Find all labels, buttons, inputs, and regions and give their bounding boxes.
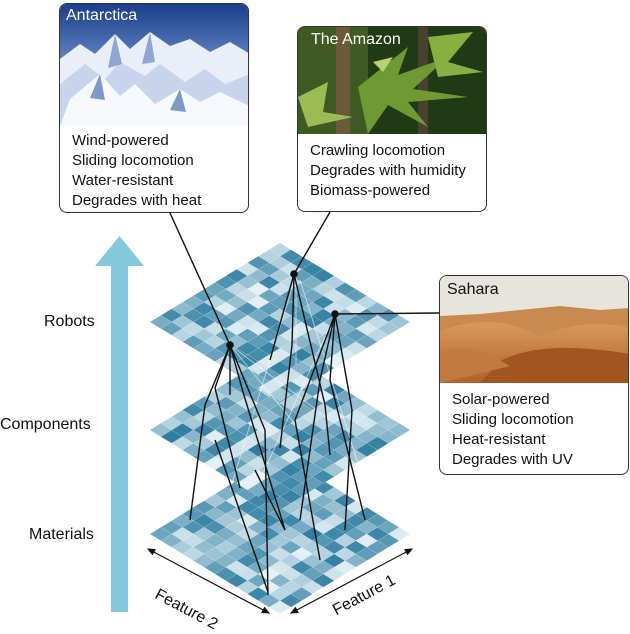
trait-item: Sliding locomotion (72, 152, 194, 169)
connector-line (329, 379, 366, 521)
layer-label-components: Components (0, 416, 91, 433)
amazon-dot (290, 270, 298, 278)
trait-item: Biomass-powered (310, 182, 431, 199)
env-card-antarctica: Antarctica Wind-powered Sliding locomoti… (59, 3, 249, 213)
connector-line (189, 404, 206, 521)
connector-line (329, 313, 336, 381)
connector-line (299, 379, 321, 521)
trait-item: Crawling locomotion (310, 142, 446, 159)
connector-line (242, 391, 286, 531)
sahara-traits: Solar-powered Sliding locomotion Heat-re… (440, 383, 628, 470)
connector-line (334, 312, 440, 315)
connector-line (294, 419, 321, 561)
connector-line (214, 344, 231, 389)
connector-line (293, 211, 331, 275)
connector-line (269, 273, 295, 361)
trait-item: Degrades with humidity (310, 162, 466, 179)
feature2-axis-line (146, 548, 271, 614)
layer-label-robots: Robots (44, 313, 95, 330)
grid-cell (268, 600, 292, 615)
sahara-dot (331, 310, 339, 318)
env-card-amazon: The Amazon Crawling locomotion Degrades … (297, 26, 487, 212)
amazon-photo: The Amazon (298, 27, 486, 134)
trait-item: Solar-powered (452, 391, 550, 408)
upward-arrow (95, 236, 144, 612)
connector-line (291, 273, 295, 346)
trait-item: Sliding locomotion (452, 411, 574, 428)
layer-label-materials: Materials (29, 526, 94, 543)
antarctica-photo: Antarctica (60, 4, 248, 126)
env-card-sahara: Sahara Solar-powered Sliding locomotion … (439, 275, 629, 475)
antarctica-dot (226, 341, 234, 349)
projection-line (229, 344, 301, 431)
amazon-traits: Crawling locomotion Degrades with humidi… (298, 134, 486, 201)
connector-line (229, 344, 266, 431)
connector-line (334, 313, 353, 411)
grid-cell (268, 496, 292, 511)
connector-line (229, 344, 244, 393)
sahara-photo: Sahara (440, 276, 628, 383)
connector-line (344, 409, 353, 531)
projection-line (229, 344, 331, 421)
antarctica-title: Antarctica (66, 7, 138, 24)
connector-line (319, 313, 336, 381)
trait-item: Water-resistant (72, 172, 174, 189)
grid-robots (149, 242, 411, 402)
connector-line (294, 313, 336, 421)
antarctica-traits: Wind-powered Sliding locomotion Water-re… (60, 126, 248, 211)
trait-item: Degrades with heat (72, 192, 202, 209)
projection-line (229, 274, 297, 491)
feature1-axis-line (289, 548, 414, 614)
connector-line (324, 404, 331, 456)
connector-line (214, 387, 241, 489)
amazon-title: The Amazon (311, 31, 401, 48)
connector-line (254, 469, 286, 531)
trait-item: Heat-resistant (452, 431, 546, 448)
connector-line (279, 344, 293, 449)
connector-line (169, 212, 231, 346)
sahara-title: Sahara (447, 281, 499, 298)
trait-item: Degrades with UV (452, 451, 573, 468)
trait-item: Wind-powered (72, 132, 169, 149)
projection-line (259, 314, 336, 481)
